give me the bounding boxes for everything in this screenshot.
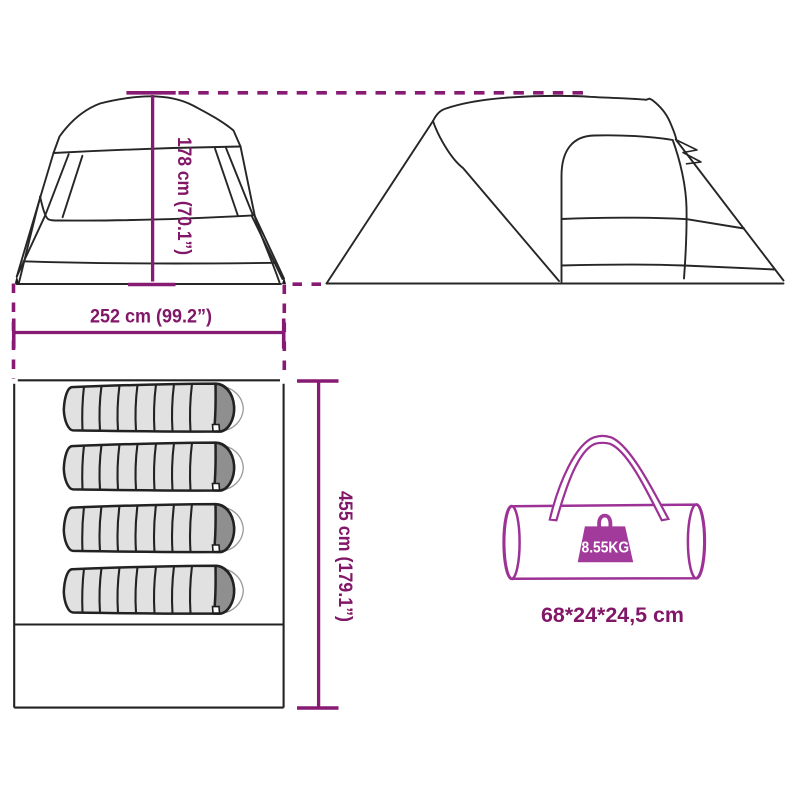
svg-text:455 cm (179.1”): 455 cm (179.1”)	[334, 491, 355, 622]
svg-text:8.55KG: 8.55KG	[582, 539, 630, 556]
svg-text:178 cm (70.1”): 178 cm (70.1”)	[173, 137, 194, 255]
svg-text:252 cm (99.2”): 252 cm (99.2”)	[90, 307, 212, 328]
svg-text:68*24*24,5 cm: 68*24*24,5 cm	[541, 603, 684, 627]
